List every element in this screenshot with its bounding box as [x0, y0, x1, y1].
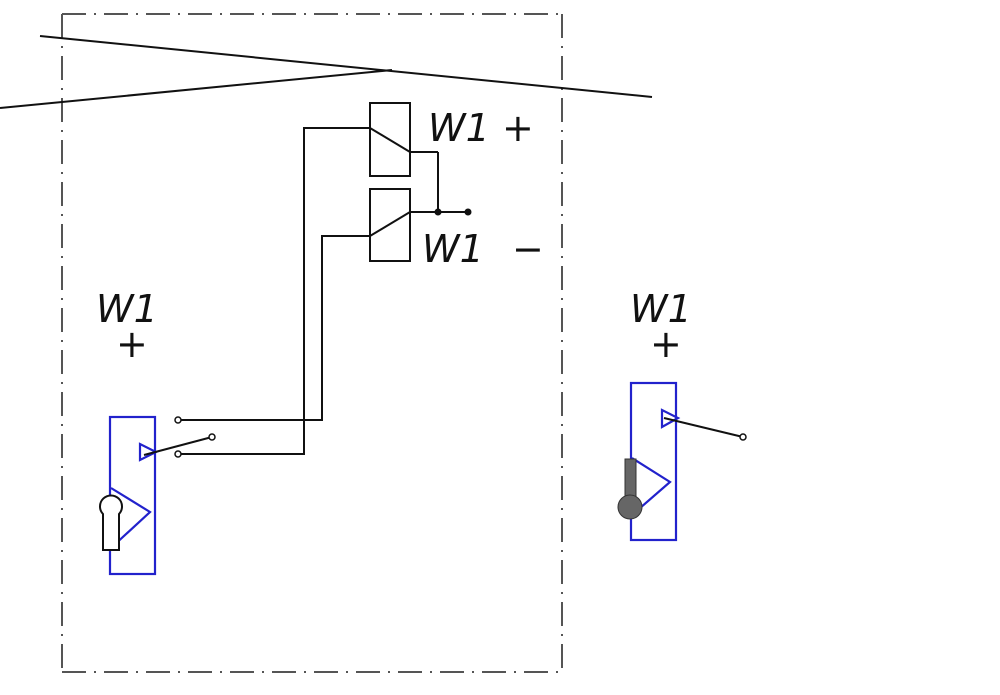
junction-dot [434, 208, 442, 216]
enclosure-frame [61, 13, 563, 673]
right-switch-label: W1 [630, 287, 692, 331]
relay-bottom-sign: − [512, 227, 544, 271]
lever-handle-icon [617, 458, 643, 520]
relay-top-sign: + [502, 106, 534, 150]
switch-contact-dot [208, 433, 216, 441]
right-switch-sign: + [650, 322, 682, 366]
right-lever-switch [617, 381, 747, 542]
relay-top [369, 102, 438, 177]
switch-terminal-dot [174, 450, 182, 458]
switch-terminal-dot [174, 416, 182, 424]
connecting-wires [178, 127, 370, 455]
relay-bottom-label: W1 [422, 227, 484, 271]
left-switch-label: W1 [96, 287, 158, 331]
relay-top-label: W1 [428, 106, 490, 150]
left-switch-sign: + [116, 322, 148, 366]
left-key-switch [99, 415, 216, 576]
key-cylinder-icon [99, 494, 123, 551]
relay-bottom [369, 188, 411, 262]
terminal-dot [464, 208, 472, 216]
relay-output-node [410, 152, 472, 216]
roof-lines [0, 35, 653, 109]
switch-contact-dot [739, 433, 747, 441]
